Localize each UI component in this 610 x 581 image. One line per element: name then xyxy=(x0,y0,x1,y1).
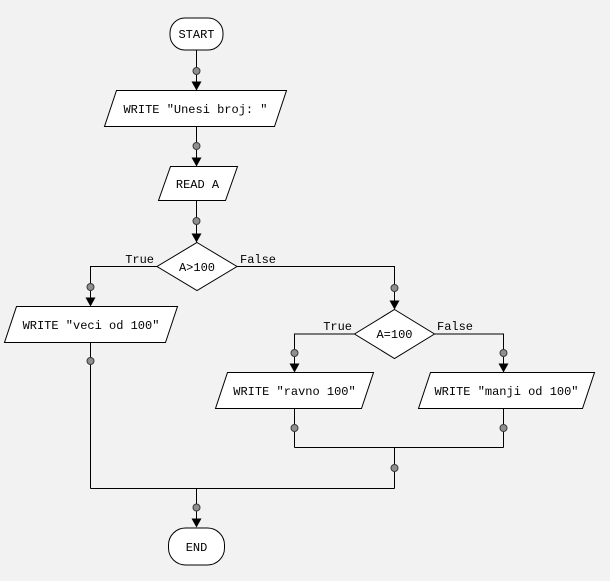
arrowhead xyxy=(191,157,202,167)
decision-a-eq-100-false-label: False xyxy=(437,320,473,334)
connector-dot[interactable] xyxy=(192,217,201,225)
connector-dot[interactable] xyxy=(192,67,201,75)
connector-dot[interactable] xyxy=(499,349,508,357)
decision-a-eq-100-node[interactable]: A=100 True False xyxy=(323,308,473,360)
decision-a-gt-100-true-label: True xyxy=(125,253,154,267)
start-label: START xyxy=(178,28,214,42)
write-ravno-label: WRITE "ravno 100" xyxy=(233,385,355,399)
decision-a-eq-100-diamond-shape[interactable] xyxy=(353,308,436,360)
end-terminator-shape[interactable] xyxy=(168,527,225,566)
end-label: END xyxy=(186,541,208,555)
read-a-node[interactable]: READ A xyxy=(157,166,239,201)
connector-dot[interactable] xyxy=(192,503,201,512)
arrowhead xyxy=(191,518,202,528)
connector-dot[interactable] xyxy=(499,424,508,432)
connector-dot[interactable] xyxy=(390,284,399,292)
write-ravno-node[interactable]: WRITE "ravno 100" xyxy=(214,372,375,409)
write-veci-node[interactable]: WRITE "veci od 100" xyxy=(3,306,179,343)
write-veci-label: WRITE "veci od 100" xyxy=(23,319,160,333)
end-node[interactable]: END xyxy=(168,527,225,566)
arrowhead xyxy=(389,300,400,310)
arrowhead xyxy=(191,81,202,91)
arrowhead xyxy=(289,363,300,373)
arrowhead xyxy=(191,233,202,243)
connector-dot[interactable] xyxy=(192,142,201,150)
write-manji-node[interactable]: WRITE "manji od 100" xyxy=(417,372,596,409)
decision-a-eq-100-true-label: True xyxy=(323,320,352,334)
write-veci-io-shape[interactable] xyxy=(3,306,179,343)
connector-dots[interactable] xyxy=(86,67,508,512)
connector-line-true-1 xyxy=(90,266,157,305)
decision-a-gt-100-diamond-shape[interactable] xyxy=(156,241,238,292)
read-a-label: READ A xyxy=(176,178,220,192)
arrowheads xyxy=(85,81,509,528)
connector-line-true-2 xyxy=(294,333,355,371)
connector-line-false-1 xyxy=(237,266,395,308)
write-manji-label: WRITE "manji od 100" xyxy=(434,385,578,399)
write-manji-io-shape[interactable] xyxy=(417,372,596,409)
write-ravno-io-shape[interactable] xyxy=(214,372,375,409)
connector-dot[interactable] xyxy=(86,357,95,365)
decision-a-eq-100-label: A=100 xyxy=(376,328,412,342)
connector-line-false-2 xyxy=(434,333,504,371)
arrowhead xyxy=(498,363,509,373)
connector-dot[interactable] xyxy=(86,283,95,291)
arrowhead xyxy=(85,297,96,307)
write-prompt-label: WRITE "Unesi broj: " xyxy=(123,103,267,117)
start-terminator-shape[interactable] xyxy=(169,17,224,51)
decision-a-gt-100-label: A>100 xyxy=(179,261,215,275)
start-node[interactable]: START xyxy=(169,17,224,51)
connector-dot[interactable] xyxy=(390,464,399,472)
read-a-io-shape[interactable] xyxy=(157,166,239,201)
decision-a-gt-100-node[interactable]: A>100 True False xyxy=(125,241,276,292)
write-prompt-io-shape[interactable] xyxy=(103,90,288,127)
connector-dot[interactable] xyxy=(290,424,299,432)
connector-dot[interactable] xyxy=(290,349,299,357)
write-prompt-node[interactable]: WRITE "Unesi broj: " xyxy=(103,90,288,127)
decision-a-gt-100-false-label: False xyxy=(240,253,276,267)
